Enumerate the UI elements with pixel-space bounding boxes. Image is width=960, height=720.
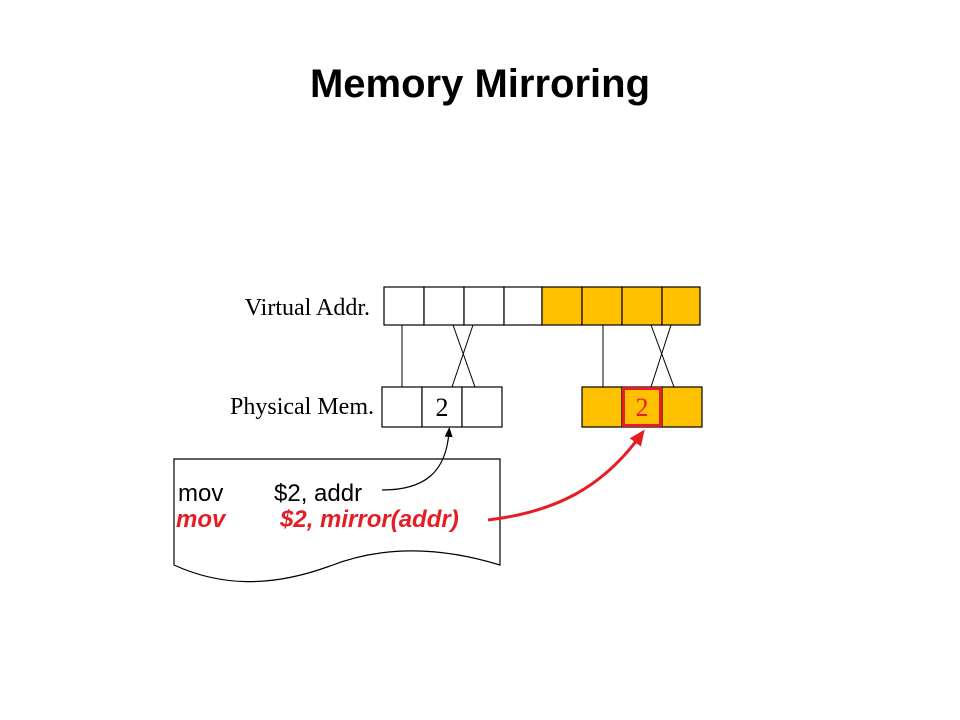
physical-low-value: 2	[436, 393, 449, 422]
store-arrow	[381, 427, 453, 491]
virtual-cell-6	[581, 286, 623, 326]
physical-high-value: 2	[636, 393, 649, 422]
virtual-addr-label: Virtual Addr.	[245, 295, 370, 321]
mapping-lines-high	[602, 324, 675, 388]
mirror-store-arrow	[487, 429, 645, 522]
virtual-cell-2	[423, 286, 465, 326]
mapping-lines-low	[401, 324, 476, 388]
physical-low-cell-1	[381, 386, 423, 428]
virtual-cell-3	[463, 286, 505, 326]
physical-high-cell-2	[621, 386, 663, 428]
virtual-cell-8	[661, 286, 701, 326]
physical-mem-low: 2	[381, 386, 503, 428]
virtual-addr-row	[383, 286, 701, 326]
physical-mem-label: Physical Mem.	[230, 394, 374, 420]
code-line-1-args: $2, addr	[274, 480, 362, 507]
slide-title: Memory Mirroring	[309, 62, 651, 106]
code-document	[173, 458, 501, 583]
physical-low-cell-3	[461, 386, 503, 428]
virtual-cell-4	[503, 286, 543, 326]
physical-low-cell-2	[421, 386, 463, 428]
physical-mem-high: 2	[581, 386, 703, 428]
mirror-cell-highlight	[622, 387, 662, 427]
code-line-1-op: mov	[178, 480, 223, 507]
code-line-2-args: $2, mirror(addr)	[279, 506, 459, 533]
virtual-cell-7	[621, 286, 663, 326]
virtual-cell-5	[541, 286, 583, 326]
physical-high-cell-1	[581, 386, 623, 428]
virtual-cell-1	[383, 286, 425, 326]
physical-high-cell-3	[661, 386, 703, 428]
code-line-2-op: mov	[176, 506, 227, 533]
